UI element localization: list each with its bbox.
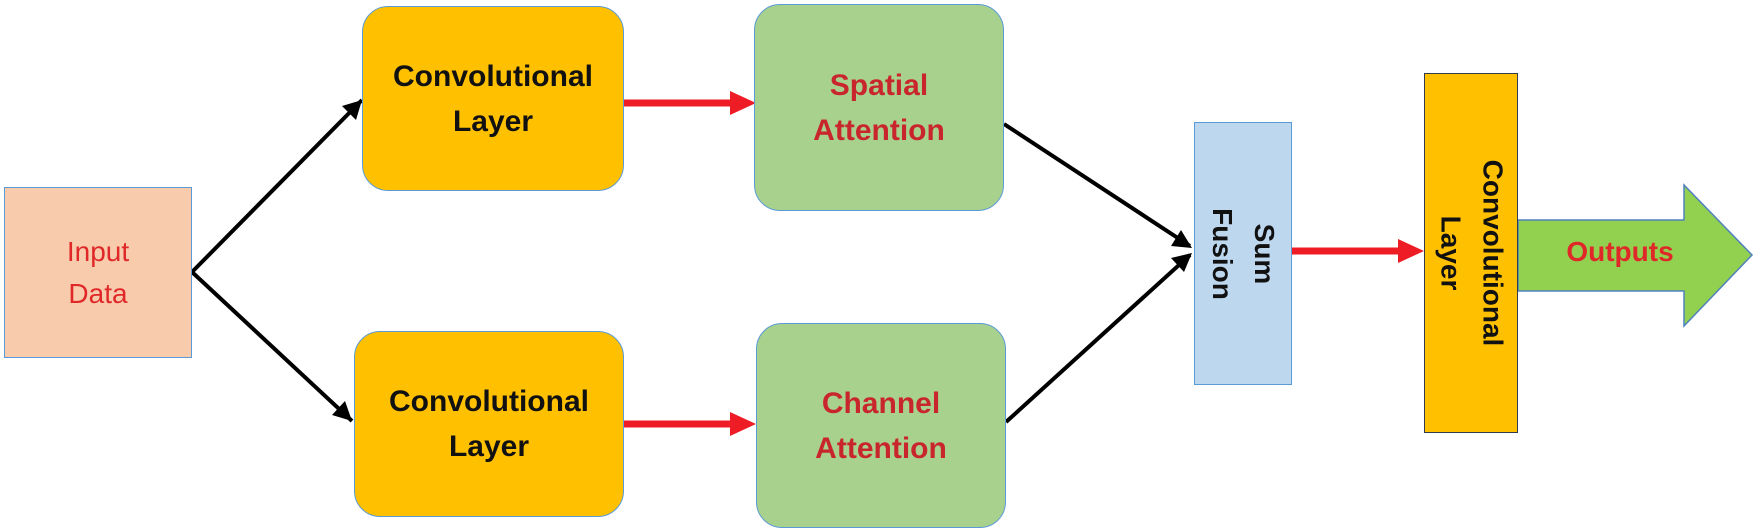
conv-layer-bottom-box: Convolutional Layer [354, 331, 624, 517]
input-data-label: Input Data [66, 235, 130, 309]
arrow-conv-top-to-spatial-head [730, 91, 756, 115]
arrow-channel-to-sum-head [1171, 253, 1192, 272]
arrow-channel-to-sum [1004, 253, 1192, 424]
spatial-attention-box: Spatial Attention [754, 4, 1004, 211]
conv-layer-top-box: Convolutional Layer [362, 6, 624, 191]
conv-layer-final-label: Convolutional Layer [1435, 159, 1508, 347]
output-arrow [1517, 183, 1754, 328]
conv-layer-bottom-label: Convolutional Layer [389, 385, 589, 463]
conv-layer-final-box: Convolutional Layer [1424, 73, 1518, 433]
arrow-spatial-to-sum [1002, 122, 1192, 248]
spatial-attention-label: Spatial Attention [813, 68, 945, 147]
channel-attention-label: Channel Attention [815, 386, 947, 465]
outputs-label: Outputs [1566, 236, 1674, 267]
arrow-spatial-to-sum-head [1171, 230, 1192, 248]
arrow-input-to-conv-top-head [342, 100, 362, 120]
arrow-input-to-conv-bottom-head [332, 401, 352, 421]
channel-attention-box: Channel Attention [756, 323, 1006, 528]
arrow-sum-to-conv-final-head [1398, 239, 1424, 263]
sum-fusion-label: Sum Fusion [1207, 207, 1280, 300]
arrow-input-to-conv-top [190, 98, 364, 274]
conv-layer-top-label: Convolutional Layer [393, 59, 593, 138]
arrow-conv-bottom-to-channel-head [730, 412, 756, 436]
sum-fusion-box: Sum Fusion [1194, 122, 1292, 385]
arrow-input-to-conv-bottom [190, 270, 354, 423]
input-data-box: Input Data [4, 187, 192, 358]
